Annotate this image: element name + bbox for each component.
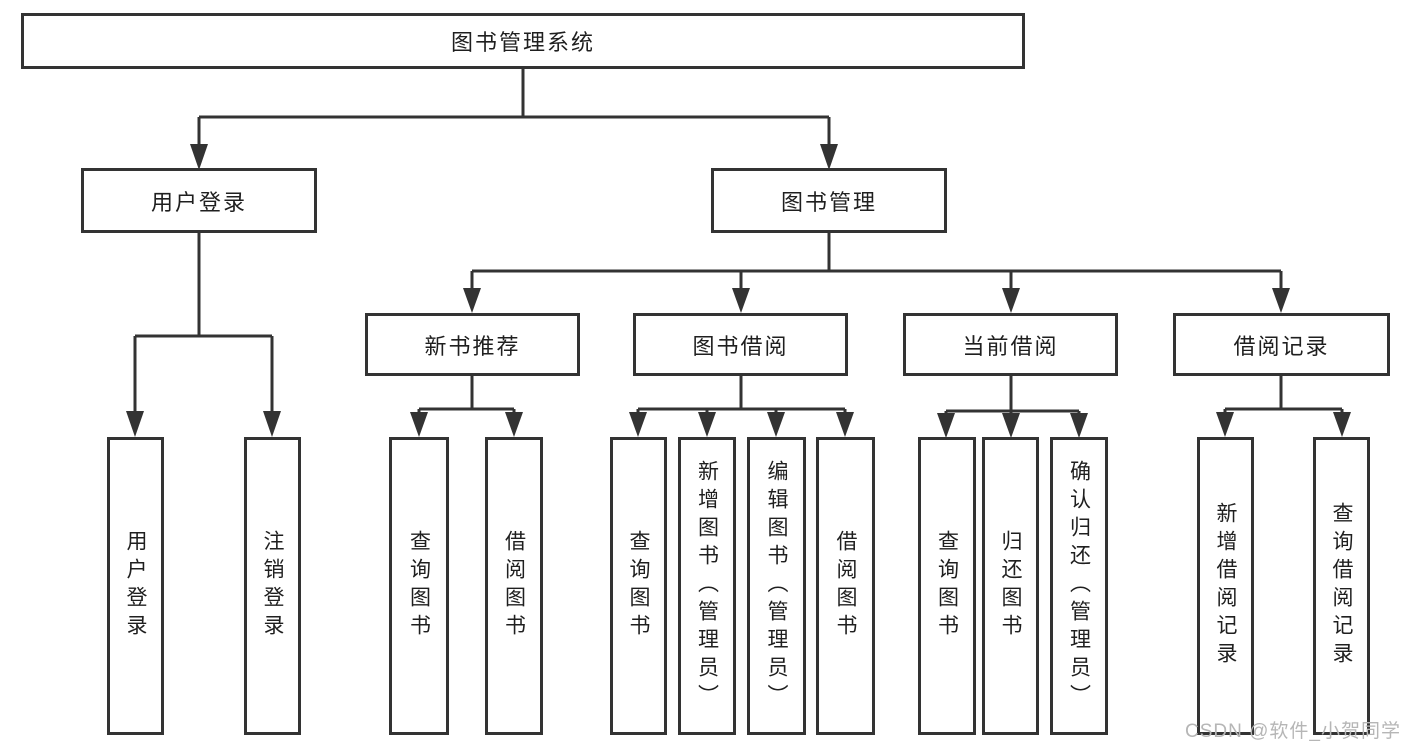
- node-current-borrow-label: 当前借阅: [962, 333, 1059, 359]
- leaf-logout-login-label: 注销登录: [261, 530, 284, 642]
- leaf-query-borrow-record: 查询借阅记录: [1313, 437, 1370, 735]
- leaf-logout-login: 注销登录: [244, 437, 301, 735]
- leaf-query-books-current: 查询图书: [918, 437, 976, 735]
- node-book-borrow-label: 图书借阅: [692, 333, 789, 359]
- leaf-add-books-admin-label: 新增图书（管理员）: [695, 460, 719, 712]
- leaf-edit-books-admin: 编辑图书（管理员）: [747, 437, 806, 735]
- node-new-book-recommend-label: 新书推荐: [424, 333, 521, 359]
- leaf-user-login: 用户登录: [107, 437, 164, 735]
- node-new-book-recommend: 新书推荐: [365, 313, 580, 376]
- node-book-borrow: 图书借阅: [633, 313, 848, 376]
- node-user-login: 用户登录: [81, 168, 317, 233]
- node-book-management-label: 图书管理: [780, 189, 877, 215]
- leaf-query-books-current-label: 查询图书: [935, 530, 959, 642]
- leaf-borrow-books: 借阅图书: [816, 437, 875, 735]
- leaf-return-books-label: 归还图书: [999, 530, 1022, 642]
- node-borrow-records: 借阅记录: [1173, 313, 1390, 376]
- leaf-borrow-books-recommend: 借阅图书: [485, 437, 543, 735]
- leaf-edit-books-admin-label: 编辑图书（管理员）: [765, 460, 788, 712]
- leaf-query-books-recommend-label: 查询图书: [407, 530, 431, 642]
- leaf-add-books-admin: 新增图书（管理员）: [678, 437, 736, 735]
- node-root: 图书管理系统: [21, 13, 1025, 69]
- leaf-borrow-books-label: 借阅图书: [834, 530, 857, 642]
- leaf-user-login-label: 用户登录: [124, 530, 147, 642]
- node-user-login-label: 用户登录: [150, 189, 247, 215]
- node-borrow-records-label: 借阅记录: [1233, 333, 1330, 359]
- leaf-add-borrow-record-label: 新增借阅记录: [1214, 502, 1237, 670]
- node-root-label: 图书管理系统: [450, 30, 595, 55]
- watermark: CSDN @软件_小贺同学: [1185, 721, 1401, 742]
- leaf-confirm-return-admin-label: 确认归还（管理员）: [1067, 460, 1091, 712]
- leaf-confirm-return-admin: 确认归还（管理员）: [1050, 437, 1108, 735]
- leaf-query-books-borrow-label: 查询图书: [627, 530, 650, 642]
- leaf-query-borrow-record-label: 查询借阅记录: [1330, 502, 1353, 670]
- node-current-borrow: 当前借阅: [903, 313, 1118, 376]
- leaf-borrow-books-recommend-label: 借阅图书: [502, 530, 526, 642]
- leaf-query-books-recommend: 查询图书: [389, 437, 449, 735]
- leaf-query-books-borrow: 查询图书: [610, 437, 667, 735]
- leaf-return-books: 归还图书: [982, 437, 1039, 735]
- node-book-management: 图书管理: [711, 168, 947, 233]
- leaf-add-borrow-record: 新增借阅记录: [1197, 437, 1254, 735]
